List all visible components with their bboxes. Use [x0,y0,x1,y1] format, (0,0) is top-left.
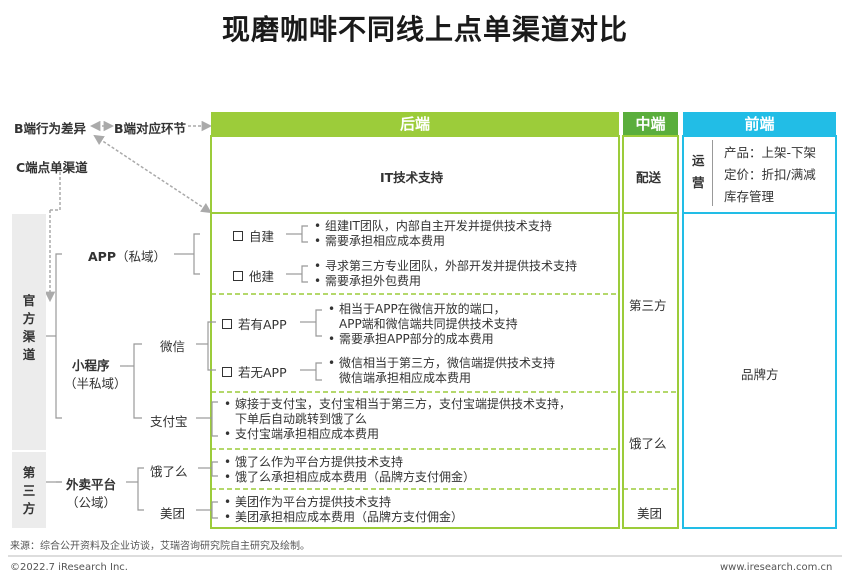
channel-waimai-name: 外卖平台 [66,477,117,492]
sub-meituan: 美团 [160,506,186,521]
channel-mini-name: 小程序 [72,358,110,373]
checkbox-icon [233,231,243,241]
bullets-ruoyou: 相当于APP在微信开放的端口， APP端和微信端共同提供技术支持 需要承担APP… [328,302,518,347]
bullet-item: 微信相当于第三方，微信端提供技术支持 [328,356,555,371]
ops-line: 产品：上架-下架 [724,145,817,160]
bullet-item: 组建IT团队，内部自主开发并提供技术支持 [314,219,552,234]
bullets-alipay: 嫁接于支付宝，支付宝相当于第三方，支付宝端提供技术支持， 下单后自动跳转到饿了么… [224,397,571,442]
bullet-item: 美团承担相应成本费用（品牌方支付佣金） [224,510,463,525]
checkbox-icon [222,367,232,377]
legend-b-diff: B端行为差异 [14,121,87,136]
bullet-item: 饿了么作为平台方提供技术支持 [224,455,475,470]
channel-app-name: APP [88,249,116,264]
ops-lines: 产品：上架-下架 定价：折扣/满减 库存管理 [724,142,816,208]
bullet-item: 嫁接于支付宝，支付宝相当于第三方，支付宝端提供技术支持， [224,397,571,412]
bullet-item: 饿了么承担相应成本费用（品牌方支付佣金） [224,470,475,485]
source-note: 来源：综合公开资料及企业访谈，艾瑞咨询研究院自主研究及绘制。 [10,541,310,552]
bullet-item: 美团作为平台方提供技术支持 [224,495,463,510]
bullet-item: 下单后自动跳转到饿了么 [235,412,368,426]
group-official-label: 官方渠道 [22,293,36,362]
channel-mini-sub: （半私域） [64,376,127,391]
channel-app: APP（私域） [88,246,166,265]
option-ruowu-label: 若无APP [238,365,287,380]
option-tajian-label: 他建 [249,269,275,284]
bullet-item: 需要承担相应成本费用 [314,234,552,249]
front-cell-brand: 品牌方 [741,367,779,382]
mid-cell-third: 第三方 [629,298,667,313]
sub-eleme: 饿了么 [150,464,188,479]
bullet-item: 需要承担外包费用 [314,274,577,289]
bullet-item: 相当于APP在微信开放的端口， [328,302,518,317]
mid-cell-meituan: 美团 [637,506,663,521]
bullet-item: 微信端承担相应成本费用 [339,371,472,385]
option-ruoyou-label: 若有APP [238,317,287,332]
bullets-tajian: 寻求第三方专业团队，外部开发并提供技术支持 需要承担外包费用 [314,259,577,289]
option-tajian: 他建 [233,266,274,285]
option-ruowu: 若无APP [222,362,287,381]
header-back: 后端 [211,112,619,135]
option-zijian: 自建 [233,226,274,245]
ops-label: 运营 [692,153,705,190]
header-mid: 中端 [623,112,678,135]
checkbox-icon [222,319,232,329]
copyright: ©2022.7 iResearch Inc. [10,562,128,573]
sub-alipay: 支付宝 [150,414,188,429]
option-ruoyou: 若有APP [222,314,287,333]
checkbox-icon [233,271,243,281]
bullet-item: 支付宝端承担相应成本费用 [224,427,571,442]
channel-waimai-sub: （公域） [66,495,117,510]
bullets-eleme: 饿了么作为平台方提供技术支持 饿了么承担相应成本费用（品牌方支付佣金） [224,455,475,485]
ops-line: 库存管理 [724,189,775,204]
header-front: 前端 [683,112,836,135]
bullet-item: APP端和微信端共同提供技术支持 [339,317,518,331]
channel-app-sub: （私域） [116,249,167,264]
page-title: 现磨咖啡不同线上点单渠道对比 [221,13,628,46]
group-third-label: 第三方 [22,465,36,516]
bullet-item: 需要承担APP部分的成本费用 [328,332,518,347]
bullets-ruowu: 微信相当于第三方，微信端提供技术支持 微信端承担相应成本费用 [328,356,555,386]
option-zijian-label: 自建 [249,229,275,244]
mid-cell-eleme: 饿了么 [629,436,667,451]
ops-line: 定价：折扣/满减 [724,167,816,182]
bullets-meituan: 美团作为平台方提供技术支持 美团承担相应成本费用（品牌方支付佣金） [224,495,463,525]
sub-wechat: 微信 [160,339,186,354]
bullet-item: 寻求第三方专业团队，外部开发并提供技术支持 [314,259,577,274]
group-third-bar [12,452,46,528]
site-url: www.iresearch.com.cn [720,562,833,573]
bullets-zijian: 组建IT团队，内部自主开发并提供技术支持 需要承担相应成本费用 [314,219,552,249]
ops-divider [712,140,713,206]
legend-c-channel: C端点单渠道 [16,160,88,175]
group-official-bar [12,214,46,450]
delivery-label: 配送 [636,170,662,185]
legend-b-link: B端对应环节 [114,121,187,136]
it-support-label: IT技术支持 [380,170,444,185]
